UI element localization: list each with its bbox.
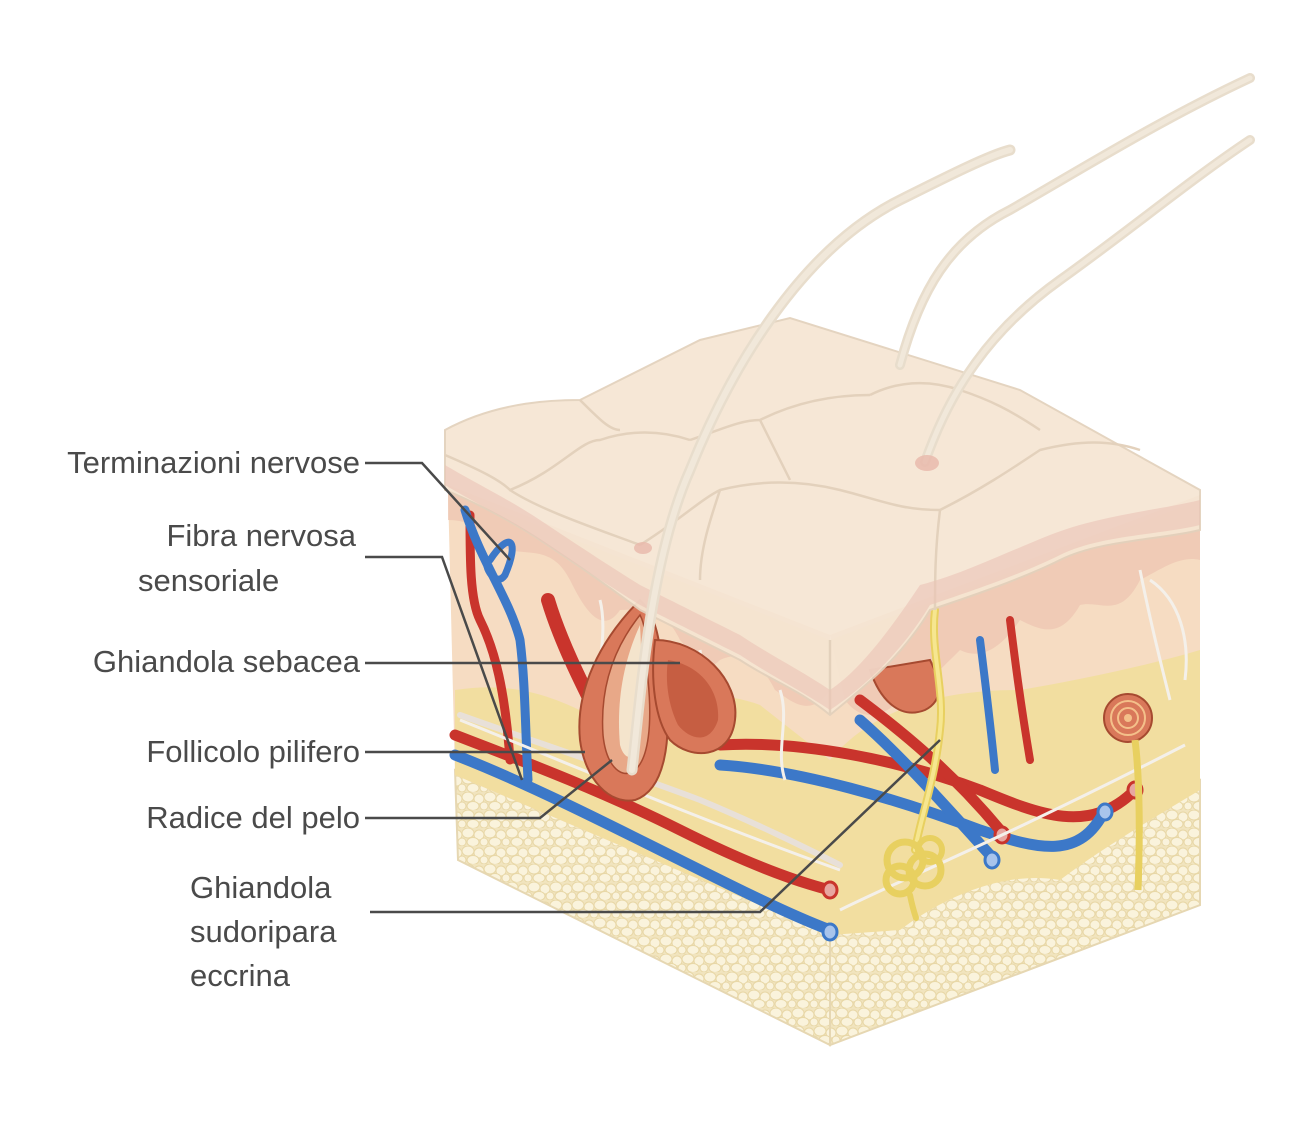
label-line: eccrina [190,958,290,993]
label-text: Terminazioni nervose [67,445,360,480]
label-ghiandola-sudoripara-eccrina: Ghiandola sudoripara eccrina [190,866,370,998]
label-radice-del-pelo: Radice del pelo [10,796,360,840]
label-line: Ghiandola [190,870,332,905]
label-line: sensoriale [138,563,280,598]
vessel-ends [821,780,1144,942]
label-follicolo-pilifero: Follicolo pilifero [10,730,360,774]
label-line: sudoripara [190,914,337,949]
leader-line-sudoripara [370,739,941,914]
leader-line-fibra [365,555,524,781]
label-text: Ghiandola sebacea [92,644,360,679]
sweat-gland [882,606,946,921]
label-line: Fibra nervosa [166,518,356,553]
label-terminazioni-nervose: Terminazioni nervose [10,441,360,485]
hair-pore [634,542,652,554]
label-ghiandola-sebacea: Ghiandola sebacea [10,640,360,684]
label-fibra-nervosa-sensoriale-2: sensoriale [138,559,358,603]
hairs [626,73,1255,776]
label-text: Radice del pelo [146,800,360,835]
leader-line-radice [365,759,613,820]
leader-line-terminazioni [365,461,511,561]
hair-pore [915,455,939,471]
lamellar-corpuscle [1103,693,1153,891]
epidermis [444,316,1201,717]
sebaceous-gland [652,638,737,754]
label-text: Follicolo pilifero [146,734,360,769]
papillary-dermis-right [830,495,1200,715]
label-fibra-nervosa-sensoriale: Fibra nervosa [60,514,356,558]
leader-lines [365,461,941,914]
